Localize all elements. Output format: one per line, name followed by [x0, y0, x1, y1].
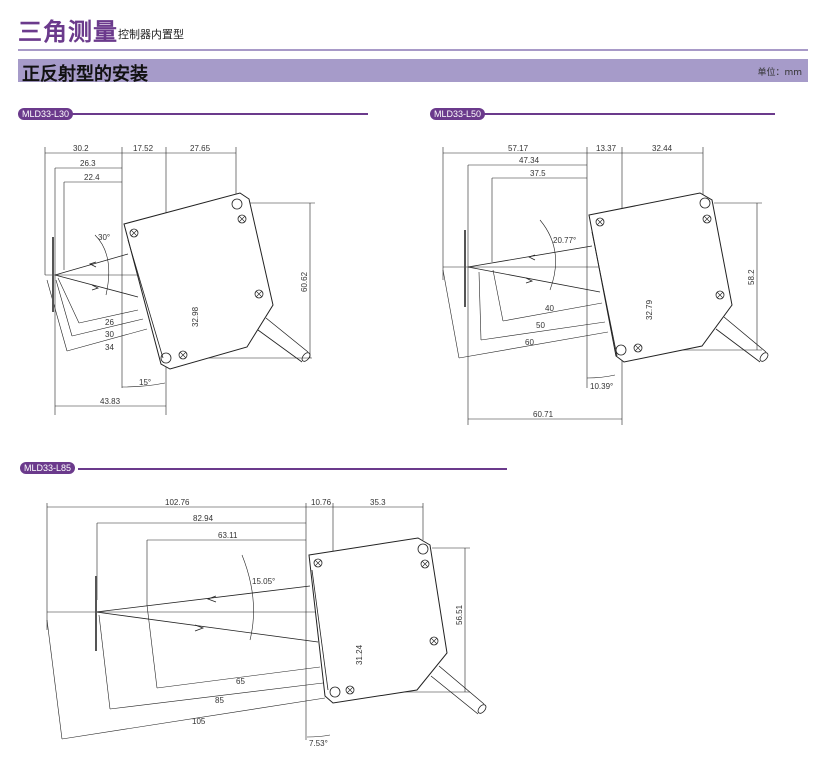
screw-icon [254, 289, 264, 299]
drawing-l50: 57.17 13.37 32.44 47.34 37.5 20.77° 58.2… [442, 144, 769, 425]
range-label: 85 [215, 696, 224, 705]
target-plate [464, 230, 466, 307]
dim-label: 10.76 [311, 498, 332, 507]
model-rule-l50 [484, 113, 775, 115]
model-tag-l30: MLD33-L30 [18, 108, 74, 120]
screw-icon [313, 558, 323, 568]
drawing-l30: 30.2 17.52 27.65 26.3 22.4 30° 60.62 32.… [44, 144, 315, 415]
screw-icon [633, 343, 643, 353]
angle-label: 7.53° [309, 739, 328, 748]
dim-label: 22.4 [84, 173, 100, 182]
dim-label: 31.24 [355, 644, 364, 665]
unit-label: 单位：mm [757, 68, 802, 78]
dim-label: 26.3 [80, 159, 96, 168]
range-label: 60 [525, 338, 534, 347]
laser-beams [467, 245, 601, 293]
dim-label: 37.5 [530, 169, 546, 178]
dim-label: 60.62 [300, 271, 309, 292]
dim-label: 32.79 [645, 299, 654, 320]
dim-label: 82.94 [193, 514, 214, 523]
page-title: 三角测量 [18, 18, 118, 46]
dim-label: 17.52 [133, 144, 154, 153]
title-divider [18, 49, 808, 51]
screw-icon [429, 636, 439, 646]
range-label: 50 [536, 321, 545, 330]
screw-icon [345, 685, 355, 695]
screw-icon [702, 214, 712, 224]
page-subtitle: 控制器内置型 [118, 28, 184, 41]
screw-icon [715, 290, 725, 300]
model-rule-l85 [78, 468, 507, 470]
laser-beams [95, 585, 319, 643]
screw-icon [178, 350, 188, 360]
model-tag-l50: MLD33-L50 [430, 108, 486, 120]
target-plate [52, 237, 54, 312]
range-label: 34 [105, 343, 114, 352]
angle-label: 10.39° [590, 382, 613, 391]
dim-label: 43.83 [100, 397, 121, 406]
sensor-body-l50 [588, 192, 769, 363]
angle-label: 30° [98, 233, 110, 242]
dim-label: 32.44 [652, 144, 673, 153]
angle-label: 15° [139, 378, 151, 387]
dim-label: 58.2 [747, 269, 756, 285]
drawing-l85: 102.76 10.76 35.3 82.94 63.11 15.05° 56.… [46, 498, 487, 748]
dim-label: 30.2 [73, 144, 89, 153]
dim-label: 13.37 [596, 144, 617, 153]
dim-label: 56.51 [455, 604, 464, 625]
angle-label: 20.77° [553, 236, 576, 245]
screw-icon [129, 228, 139, 238]
dim-label: 102.76 [165, 498, 190, 507]
model-rule-l30 [70, 113, 368, 115]
dim-label: 35.3 [370, 498, 386, 507]
model-tag-l85: MLD33-L85 [20, 462, 76, 474]
laser-beams [54, 253, 139, 298]
dimension-lines [46, 503, 470, 740]
dim-label: 32.98 [191, 306, 200, 327]
range-label: 30 [105, 330, 114, 339]
section-header: 正反射型的安装 单位：mm [18, 59, 808, 85]
range-label: 105 [192, 717, 206, 726]
range-label: 40 [545, 304, 554, 313]
target-plate [95, 576, 97, 651]
section-title: 正反射型的安装 [22, 64, 148, 85]
screw-icon [595, 217, 605, 227]
dim-label: 27.65 [190, 144, 211, 153]
dim-label: 47.34 [519, 156, 540, 165]
dim-label: 63.11 [218, 531, 238, 540]
range-label: 26 [105, 318, 114, 327]
dim-label: 60.71 [533, 410, 554, 419]
screw-icon [420, 559, 430, 569]
dim-label: 57.17 [508, 144, 529, 153]
sensor-body-l85 [308, 537, 487, 715]
sensor-body-l30 [123, 192, 311, 370]
range-label: 65 [236, 677, 245, 686]
angle-label: 15.05° [252, 577, 275, 586]
screw-icon [237, 214, 247, 224]
